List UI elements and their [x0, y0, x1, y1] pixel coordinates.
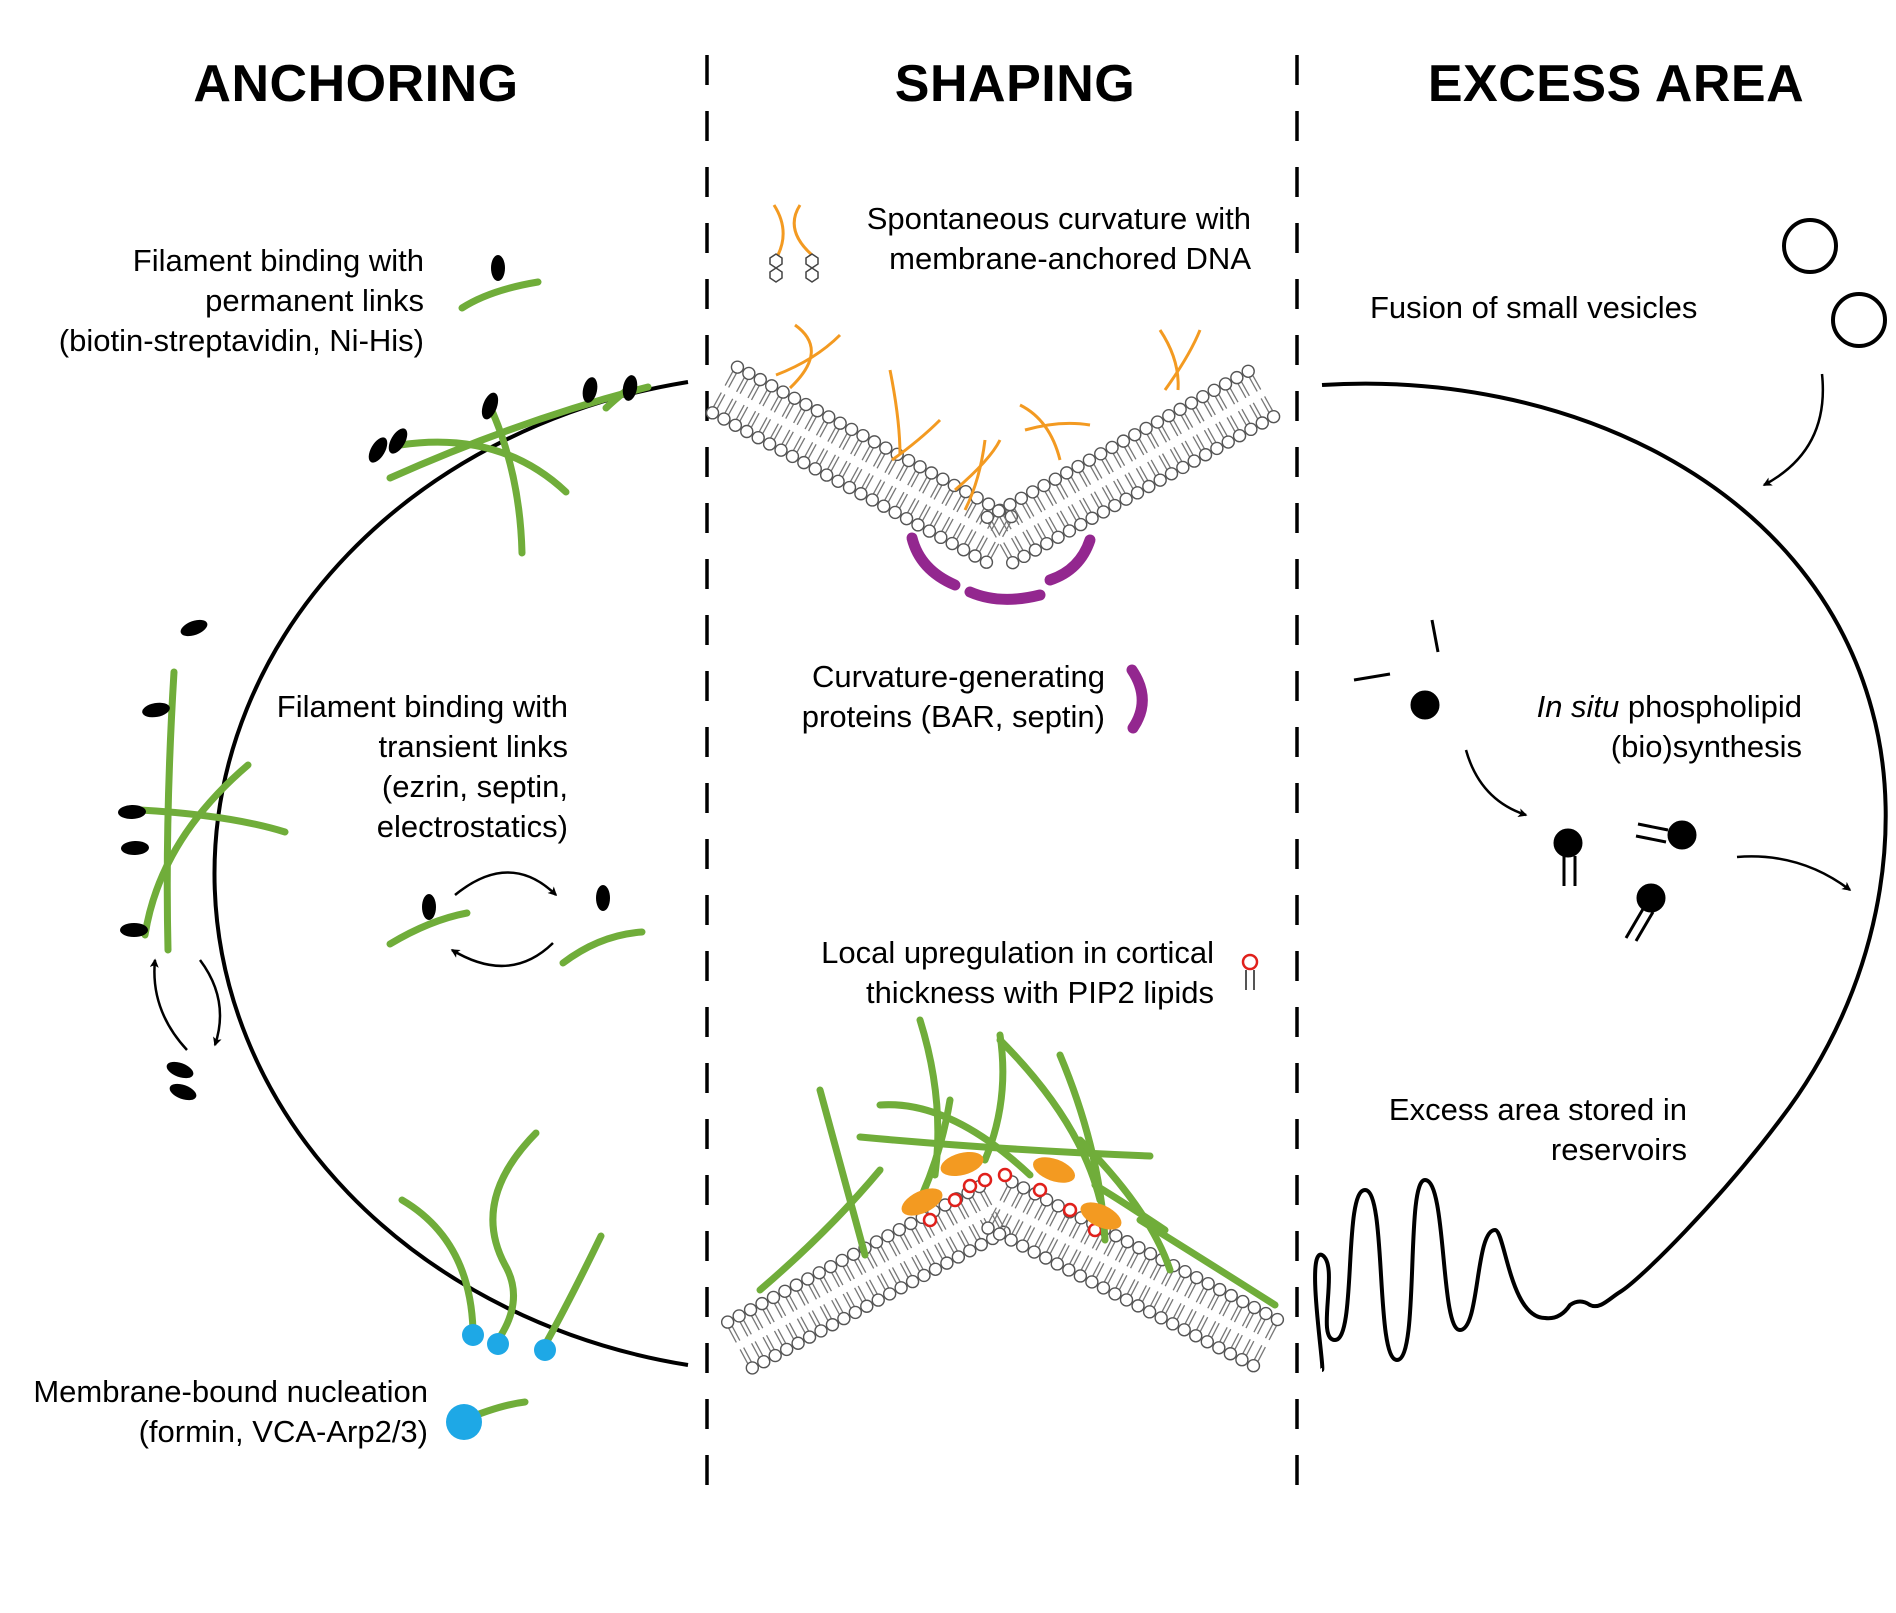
wall-exchange-arrow-up: [149, 958, 188, 1051]
bilayer-bottom: [720, 1167, 1285, 1375]
bilayer-top: [705, 360, 1281, 570]
reservoir-label: Excess area stored in reservoirs: [1388, 1092, 1687, 1167]
wall-exchange-arrow-down: [198, 959, 222, 1047]
transient-links-label: Filament binding with transient links (e…: [276, 689, 568, 844]
shaping-title: SHAPING: [894, 55, 1136, 113]
vesicle-fusion-arrow: [1762, 373, 1825, 487]
formin-nucleators: [462, 1324, 556, 1361]
vesicle-fusion-label: Fusion of small vesicles: [1370, 290, 1698, 325]
phospholipid-synthesis: [1353, 619, 1852, 942]
cortex-orange-patches: [901, 1151, 1122, 1230]
small-vesicles: [1782, 218, 1887, 348]
curvature-proteins: [906, 532, 1096, 605]
nucleation-label: Membrane-bound nucleation (formin, VCA-A…: [33, 1374, 428, 1449]
excess-area-title: EXCESS AREA: [1427, 55, 1805, 113]
nucleation-legend: [446, 1398, 529, 1440]
curvature-proteins-label: Curvature-generating proteins (BAR, sept…: [801, 659, 1105, 734]
dna-curvature-label: Spontaneous curvature with membrane-anch…: [866, 201, 1251, 276]
pip2-legend: [1241, 953, 1259, 990]
anchoring-title: ANCHORING: [193, 55, 519, 113]
cell-outline-left: [212, 380, 689, 1367]
transient-link-legend: [386, 871, 646, 968]
nucleated-filaments: [398, 1129, 605, 1349]
transient-anchors-wall: [118, 619, 208, 1101]
cell-outline-right: [1313, 381, 1888, 1372]
permanent-links-label: Filament binding with permanent links (b…: [58, 243, 424, 358]
permanent-anchors: [368, 375, 638, 463]
cortex-filaments: [756, 1016, 1279, 1309]
pip2-label: Local upregulation in cortical thickness…: [821, 935, 1214, 1010]
column-dividers: [705, 55, 1299, 1500]
bar-protein-legend: [1126, 664, 1148, 734]
anchored-filaments-top: [386, 383, 652, 557]
phospholipid-synthesis-label: In situ phospholipid (bio)synthesis: [1536, 689, 1802, 764]
permanent-link-legend: [458, 255, 542, 312]
dna-anchors: [775, 323, 1202, 511]
transient-filaments-wall: [136, 668, 289, 954]
dna-legend: [769, 204, 819, 283]
